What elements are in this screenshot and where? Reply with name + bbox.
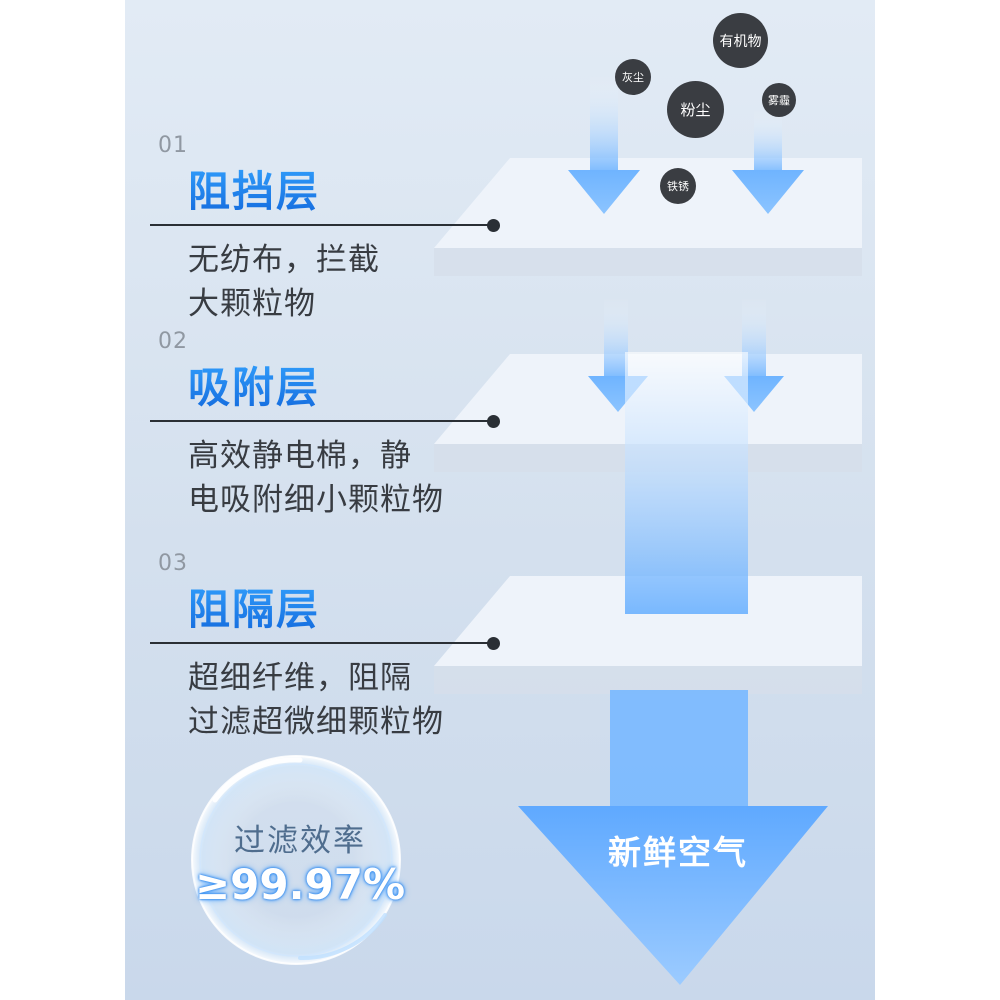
efficiency-value: ≥99.97% — [194, 860, 406, 909]
layer-marker-dot — [487, 415, 500, 428]
particle-rust: 铁锈 — [660, 168, 696, 204]
layer-divider — [150, 642, 493, 644]
filter-sheet-3 — [434, 576, 862, 694]
particle-label: 粉尘 — [680, 101, 711, 119]
layer-divider — [150, 224, 493, 226]
layer-number: 01 — [158, 133, 188, 158]
layer-marker-dot — [487, 637, 500, 650]
efficiency-bubble — [191, 755, 401, 965]
layer-description-line: 无纺布，拦截 — [188, 242, 380, 278]
layer-title: 阻挡层 — [188, 158, 320, 219]
particle-label: 有机物 — [719, 33, 762, 50]
particle-organic: 有机物 — [713, 13, 768, 68]
layer-description-line: 过滤超微细颗粒物 — [188, 704, 444, 740]
fresh-air-label: 新鲜空气 — [608, 833, 748, 872]
particle-dust: 灰尘 — [615, 59, 651, 95]
particle-label: 灰尘 — [622, 71, 644, 84]
layer-description-line: 大颗粒物 — [188, 286, 316, 322]
efficiency-label: 过滤效率 — [234, 823, 366, 859]
arrow-down-icon — [568, 75, 640, 214]
layer-description-line: 电吸附细小颗粒物 — [188, 482, 444, 518]
particle-powder: 粉尘 — [667, 81, 724, 138]
layer-description-line: 超细纤维，阻隔 — [188, 660, 412, 696]
layer-number: 03 — [158, 551, 188, 576]
layer-title: 吸附层 — [188, 354, 320, 415]
layer-description: 无纺布，拦截 大颗粒物 — [188, 238, 380, 326]
layer-divider — [150, 420, 493, 422]
layer-title: 阻隔层 — [188, 576, 320, 637]
layer-description-line: 高效静电棉，静 — [188, 438, 412, 474]
fresh-air-arrow-icon — [518, 352, 828, 985]
layer-number: 02 — [158, 329, 188, 354]
particle-haze: 雾霾 — [762, 83, 796, 117]
arrow-down-icon — [732, 110, 804, 214]
layer-marker-dot — [487, 219, 500, 232]
layer-description: 超细纤维，阻隔 过滤超微细颗粒物 — [188, 656, 444, 744]
particle-label: 雾霾 — [768, 94, 790, 107]
particle-label: 铁锈 — [667, 180, 689, 193]
layer-description: 高效静电棉，静 电吸附细小颗粒物 — [188, 434, 444, 522]
